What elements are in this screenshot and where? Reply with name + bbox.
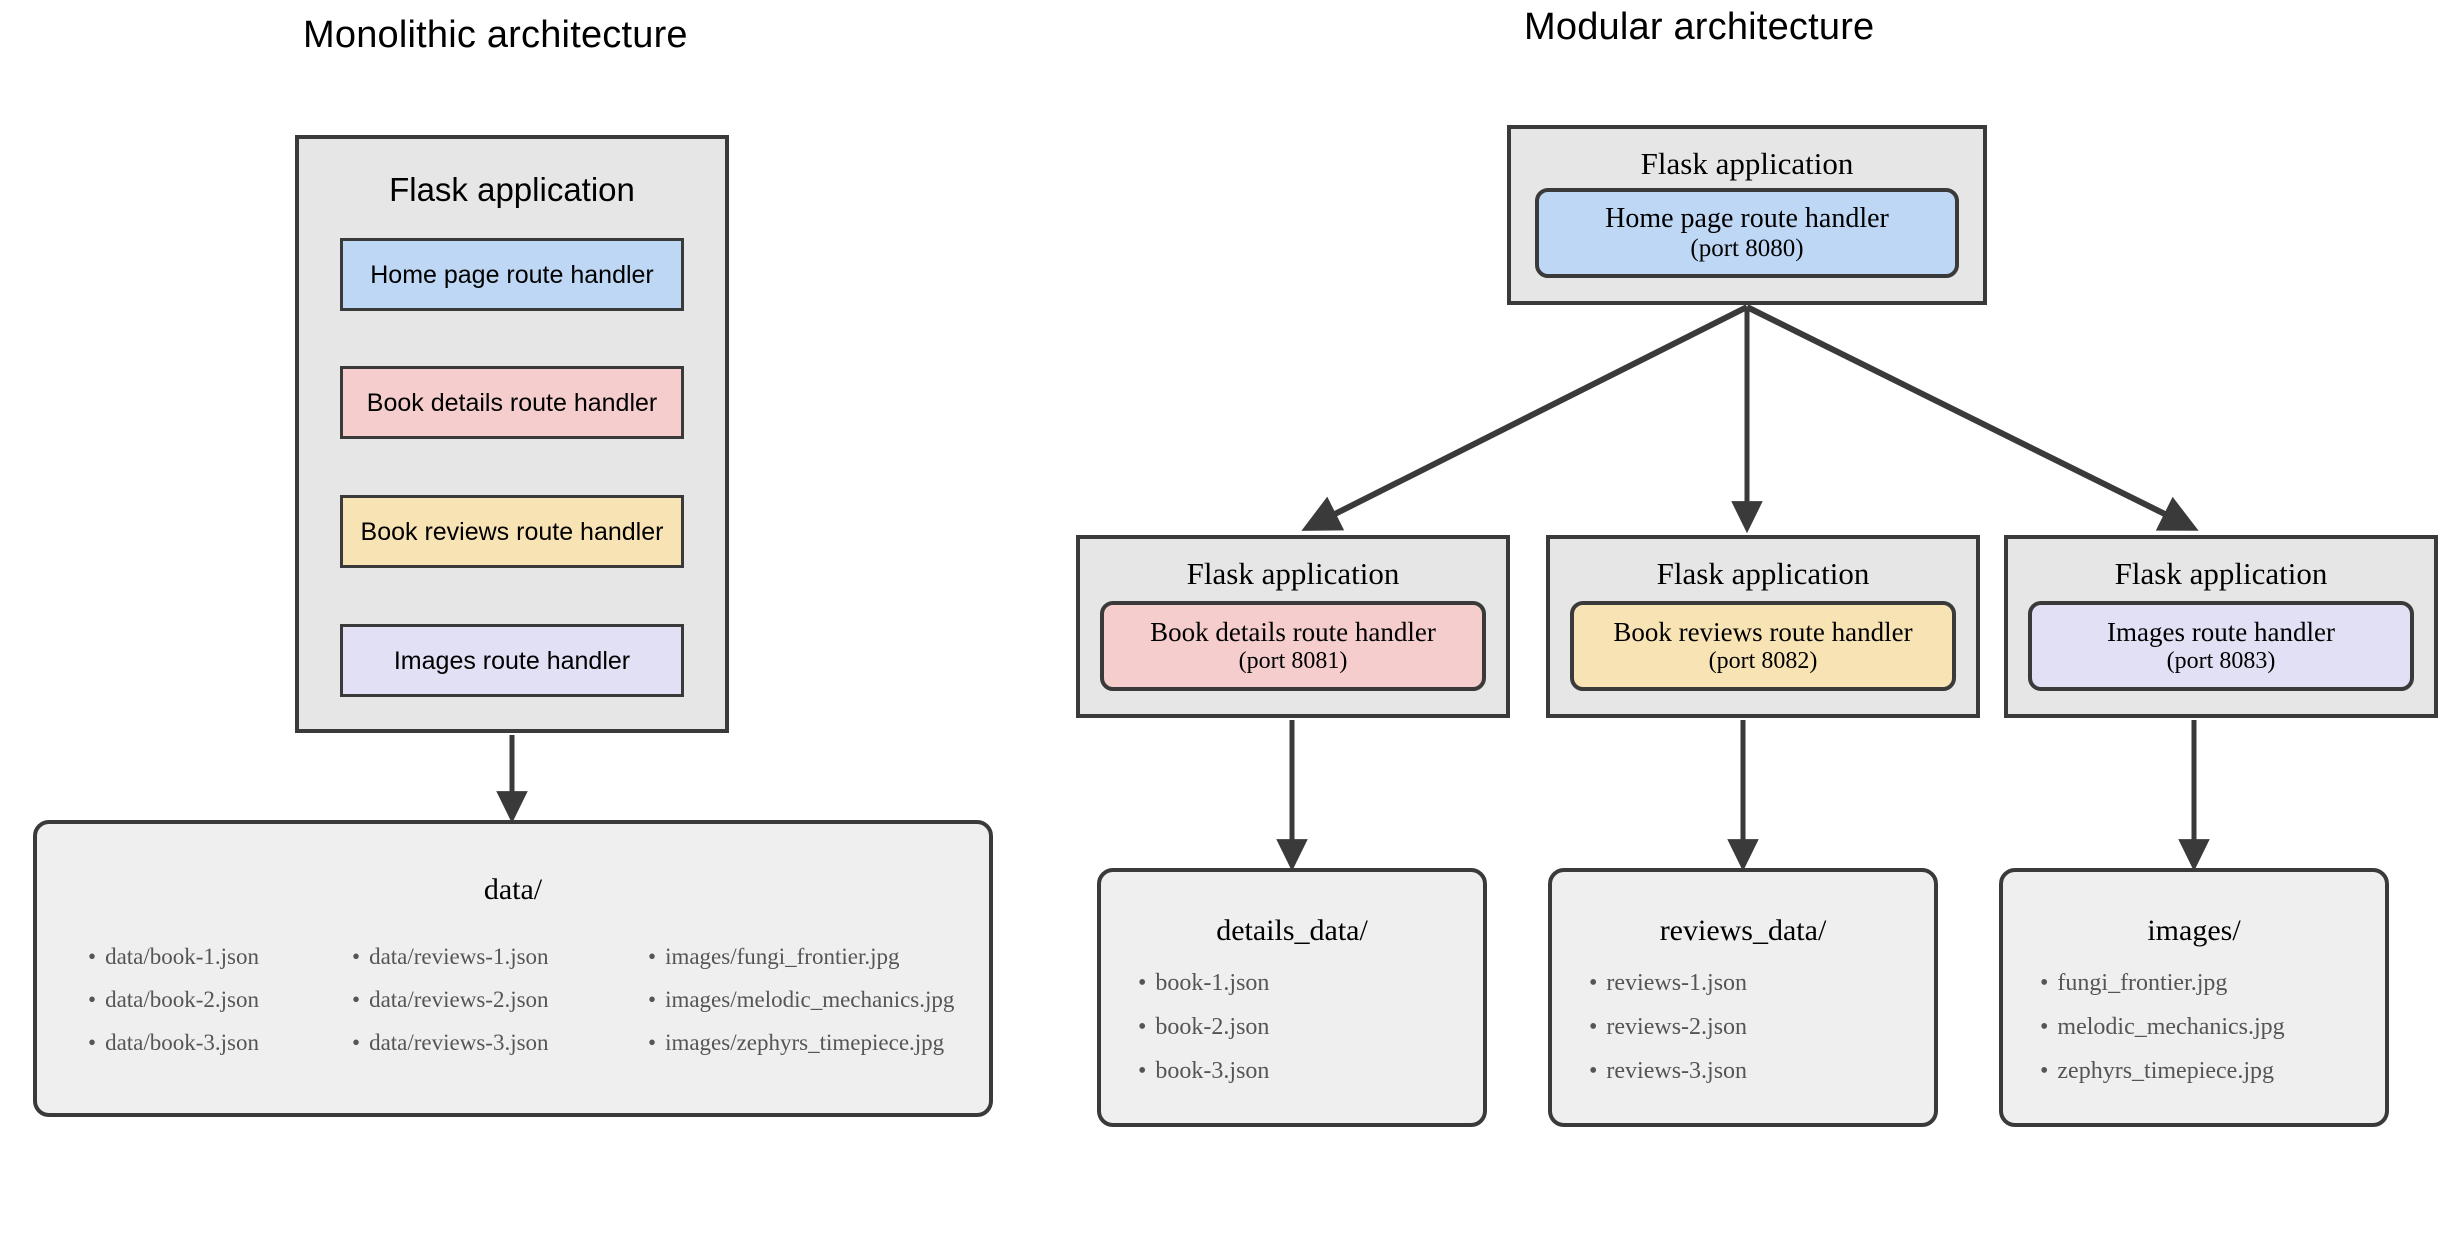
file-name: data/reviews-1.json (369, 944, 549, 969)
file-item: • images/melodic_mechanics.jpg (648, 987, 954, 1030)
file-name: book-3.json (1155, 1058, 1270, 1084)
handler-chip-label: Home page route handler (370, 260, 654, 289)
modular-file-list-details: • book-1.json • book-2.json • book-3.jso… (1138, 970, 1269, 1102)
modular-file-list-reviews: • reviews-1.json • reviews-2.json • revi… (1589, 970, 1747, 1102)
modular-file-list-images: • fungi_frontier.jpg • melodic_mechanics… (2040, 970, 2285, 1102)
file-item: • data/book-3.json (88, 1030, 259, 1073)
modular-panel-title: Modular architecture (1524, 6, 1875, 48)
monolithic-file-column-2: • data/reviews-1.json • data/reviews-2.j… (352, 944, 549, 1073)
file-name: data/reviews-3.json (369, 1030, 549, 1055)
file-item: • reviews-2.json (1589, 1014, 1747, 1058)
monolithic-storage-box: data/ (33, 820, 993, 1117)
bullet-icon: • (1138, 1014, 1147, 1040)
bullet-icon: • (1589, 970, 1598, 996)
handler-chip-port: (port 8082) (1708, 647, 1818, 674)
file-item: • book-1.json (1138, 970, 1269, 1014)
modular-root-flask-application-heading: Flask application (1640, 146, 1854, 181)
monolithic-storage-name: data/ (483, 873, 543, 906)
monolithic-flask-application-heading: Flask application (389, 171, 635, 208)
bullet-icon: • (1589, 1058, 1598, 1084)
handler-chip-label: Images route handler (2107, 617, 2335, 648)
handler-chip-port: (port 8083) (2166, 647, 2276, 674)
handler-chip-port: (port 8081) (1238, 647, 1348, 674)
file-name: data/book-2.json (105, 987, 260, 1012)
file-item: • book-3.json (1138, 1058, 1269, 1102)
handler-chip-label: Images route handler (393, 646, 631, 675)
modular-storage-name: reviews_data/ (1659, 914, 1827, 947)
bullet-icon: • (88, 944, 97, 969)
modular-service-heading: Flask application (1186, 556, 1400, 591)
handler-chip-book-details-8081[interactable]: Book details route handler (port 8081) (1100, 601, 1486, 691)
file-name: reviews-2.json (1606, 1014, 1748, 1040)
file-name: reviews-1.json (1606, 970, 1748, 996)
file-item: • reviews-3.json (1589, 1058, 1747, 1102)
file-item: • reviews-1.json (1589, 970, 1747, 1014)
monolithic-file-column-3: • images/fungi_frontier.jpg • images/mel… (648, 944, 954, 1073)
handler-chip-book-details[interactable]: Book details route handler (340, 366, 684, 439)
file-item: • fungi_frontier.jpg (2040, 970, 2285, 1014)
file-item: • melodic_mechanics.jpg (2040, 1014, 2285, 1058)
handler-chip-label: Book reviews route handler (1613, 617, 1913, 648)
bullet-icon: • (1138, 1058, 1147, 1084)
file-name: book-2.json (1155, 1014, 1270, 1040)
modular-storage-name: images/ (2147, 914, 2241, 947)
file-name: zephyrs_timepiece.jpg (2057, 1058, 2274, 1084)
handler-chip-home-page[interactable]: Home page route handler (340, 238, 684, 311)
bullet-icon: • (2040, 970, 2049, 996)
file-name: data/reviews-2.json (369, 987, 549, 1012)
monolithic-file-column-1: • data/book-1.json • data/book-2.json • … (88, 944, 259, 1073)
bullet-icon: • (1589, 1014, 1598, 1040)
file-item: • images/zephyrs_timepiece.jpg (648, 1030, 954, 1073)
modular-storage-box-images: images/ (1999, 868, 2389, 1127)
bullet-icon: • (352, 987, 361, 1012)
bullet-icon: • (2040, 1014, 2049, 1040)
file-item: • data/reviews-2.json (352, 987, 549, 1030)
file-item: • data/reviews-1.json (352, 944, 549, 987)
file-name: melodic_mechanics.jpg (2057, 1014, 2285, 1040)
handler-chip-images-8083[interactable]: Images route handler (port 8083) (2028, 601, 2414, 691)
handler-chip-label: Book reviews route handler (360, 517, 664, 546)
file-name: data/book-1.json (105, 944, 260, 969)
bullet-icon: • (648, 944, 657, 969)
file-item: • data/book-2.json (88, 987, 259, 1030)
bullet-icon: • (648, 1030, 657, 1055)
bullet-icon: • (88, 1030, 97, 1055)
handler-chip-book-reviews-8082[interactable]: Book reviews route handler (port 8082) (1570, 601, 1956, 691)
bullet-icon: • (88, 987, 97, 1012)
handler-chip-label: Home page route handler (1605, 203, 1889, 235)
file-name: reviews-3.json (1606, 1058, 1748, 1084)
bullet-icon: • (648, 987, 657, 1012)
handler-chip-book-reviews[interactable]: Book reviews route handler (340, 495, 684, 568)
file-item: • book-2.json (1138, 1014, 1269, 1058)
handler-chip-port: (port 8080) (1690, 234, 1804, 262)
handler-chip-label: Book details route handler (1150, 617, 1436, 648)
arrow-root-to-images-service (1745, 304, 2199, 531)
file-name: images/melodic_mechanics.jpg (665, 987, 955, 1012)
arrow-root-to-book-details-service (1301, 304, 1749, 531)
handler-chip-label: Book details route handler (366, 388, 658, 417)
modular-storage-name: details_data/ (1216, 914, 1368, 947)
file-item: • zephyrs_timepiece.jpg (2040, 1058, 2285, 1102)
monolithic-panel-title: Monolithic architecture (303, 14, 688, 56)
bullet-icon: • (352, 944, 361, 969)
file-item: • images/fungi_frontier.jpg (648, 944, 954, 987)
file-name: images/zephyrs_timepiece.jpg (665, 1030, 945, 1055)
bullet-icon: • (1138, 970, 1147, 996)
handler-chip-home-page-8080[interactable]: Home page route handler (port 8080) (1535, 188, 1959, 278)
file-name: data/book-3.json (105, 1030, 260, 1055)
modular-service-heading: Flask application (1656, 556, 1870, 591)
file-item: • data/reviews-3.json (352, 1030, 549, 1073)
file-name: images/fungi_frontier.jpg (665, 944, 900, 969)
modular-service-heading: Flask application (2114, 556, 2328, 591)
bullet-icon: • (2040, 1058, 2049, 1084)
handler-chip-images[interactable]: Images route handler (340, 624, 684, 697)
file-name: fungi_frontier.jpg (2057, 970, 2228, 996)
bullet-icon: • (352, 1030, 361, 1055)
file-name: book-1.json (1155, 970, 1270, 996)
file-item: • data/book-1.json (88, 944, 259, 987)
